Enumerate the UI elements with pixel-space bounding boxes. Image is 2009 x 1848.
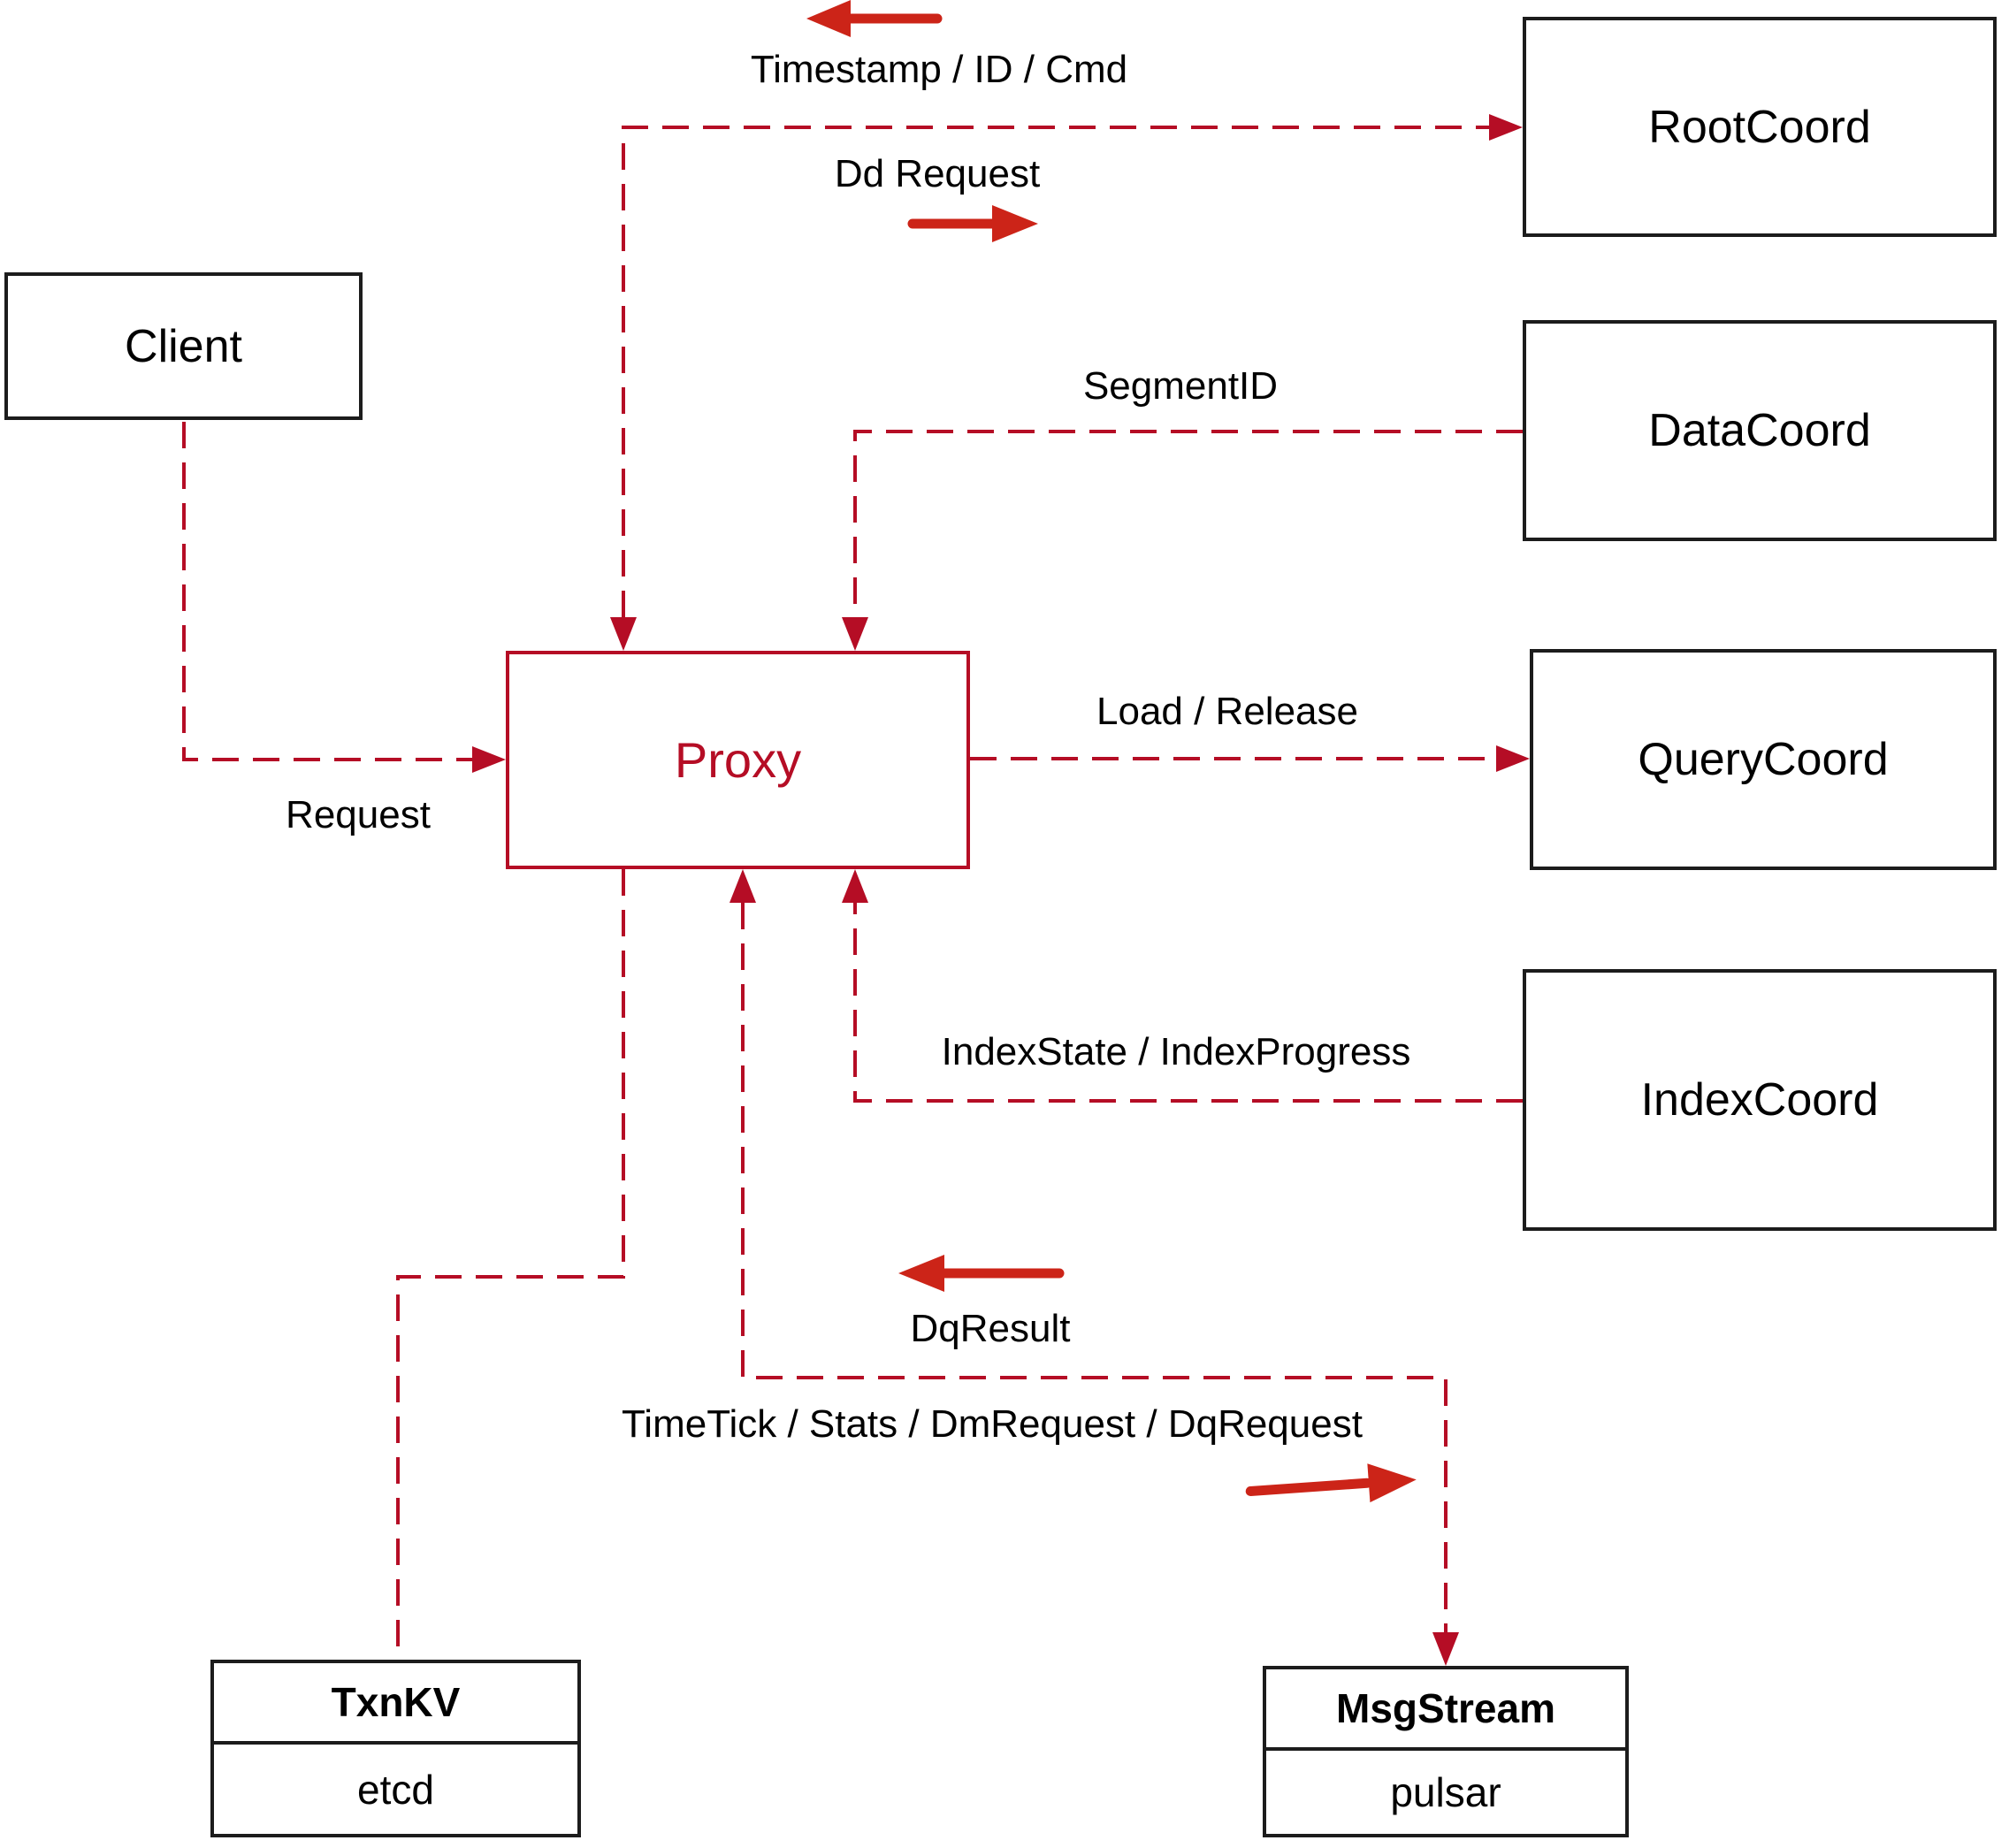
proxy-txnkv-connector bbox=[396, 869, 625, 1660]
proxy-msgstream-connector bbox=[741, 903, 1448, 1632]
client-proxy-arrowhead bbox=[472, 746, 506, 773]
rootcoord-node: RootCoord bbox=[1523, 17, 1997, 237]
querycoord-arrowhead bbox=[1496, 745, 1530, 772]
datacoord-proxy-connector bbox=[853, 430, 1523, 617]
proxy-bottom-right-arrowhead bbox=[842, 869, 868, 903]
client-node: Client bbox=[4, 272, 363, 420]
segment-id-edge-label: SegmentID bbox=[1082, 364, 1279, 408]
timestamp-edge-label: Timestamp / ID / Cmd bbox=[750, 48, 1128, 91]
txnkv-subtitle: etcd bbox=[357, 1766, 434, 1813]
msgstream-subtitle: pulsar bbox=[1390, 1769, 1501, 1815]
client-proxy-connector bbox=[182, 422, 472, 761]
txnkv-node: TxnKV etcd bbox=[210, 1660, 581, 1837]
msgstream-title: MsgStream bbox=[1266, 1669, 1625, 1751]
indexcoord-label: IndexCoord bbox=[1640, 1074, 1879, 1126]
index-state-edge-label: IndexState / IndexProgress bbox=[941, 1030, 1411, 1073]
msgstream-arrowhead bbox=[1432, 1632, 1459, 1666]
dd-request-direction-right-arrow-icon bbox=[907, 205, 1038, 242]
proxy-label: Proxy bbox=[674, 732, 802, 788]
timestamp-direction-left-arrow-icon bbox=[806, 0, 943, 37]
proxy-top-left-arrowhead bbox=[610, 617, 637, 651]
indexcoord-proxy-connector bbox=[853, 903, 1523, 1103]
querycoord-label: QueryCoord bbox=[1638, 734, 1889, 785]
datacoord-label: DataCoord bbox=[1648, 405, 1871, 456]
request-edge-label: Request bbox=[286, 793, 431, 836]
rootcoord-label: RootCoord bbox=[1648, 101, 1871, 153]
datacoord-node: DataCoord bbox=[1523, 320, 1997, 541]
txnkv-title: TxnKV bbox=[214, 1663, 577, 1745]
rootcoord-arrowhead bbox=[1489, 114, 1523, 141]
load-release-edge-label: Load / Release bbox=[1096, 690, 1358, 733]
time-tick-edge-label: TimeTick / Stats / DmRequest / DqRequest bbox=[622, 1402, 1363, 1446]
dq-request-direction-right-arrow-icon bbox=[1245, 1463, 1417, 1503]
dd-request-edge-label: Dd Request bbox=[834, 152, 1041, 195]
proxy-node: Proxy bbox=[506, 651, 970, 869]
indexcoord-node: IndexCoord bbox=[1523, 969, 1997, 1231]
dq-result-edge-label: DqResult bbox=[910, 1307, 1071, 1350]
dq-result-direction-left-arrow-icon bbox=[898, 1255, 1065, 1292]
proxy-top-right-arrowhead bbox=[842, 617, 868, 651]
proxy-bottom-middle-arrowhead bbox=[730, 869, 756, 903]
msgstream-node: MsgStream pulsar bbox=[1263, 1666, 1629, 1837]
querycoord-node: QueryCoord bbox=[1530, 649, 1997, 870]
client-label: Client bbox=[125, 320, 242, 372]
proxy-rootcoord-connector bbox=[622, 126, 1489, 617]
